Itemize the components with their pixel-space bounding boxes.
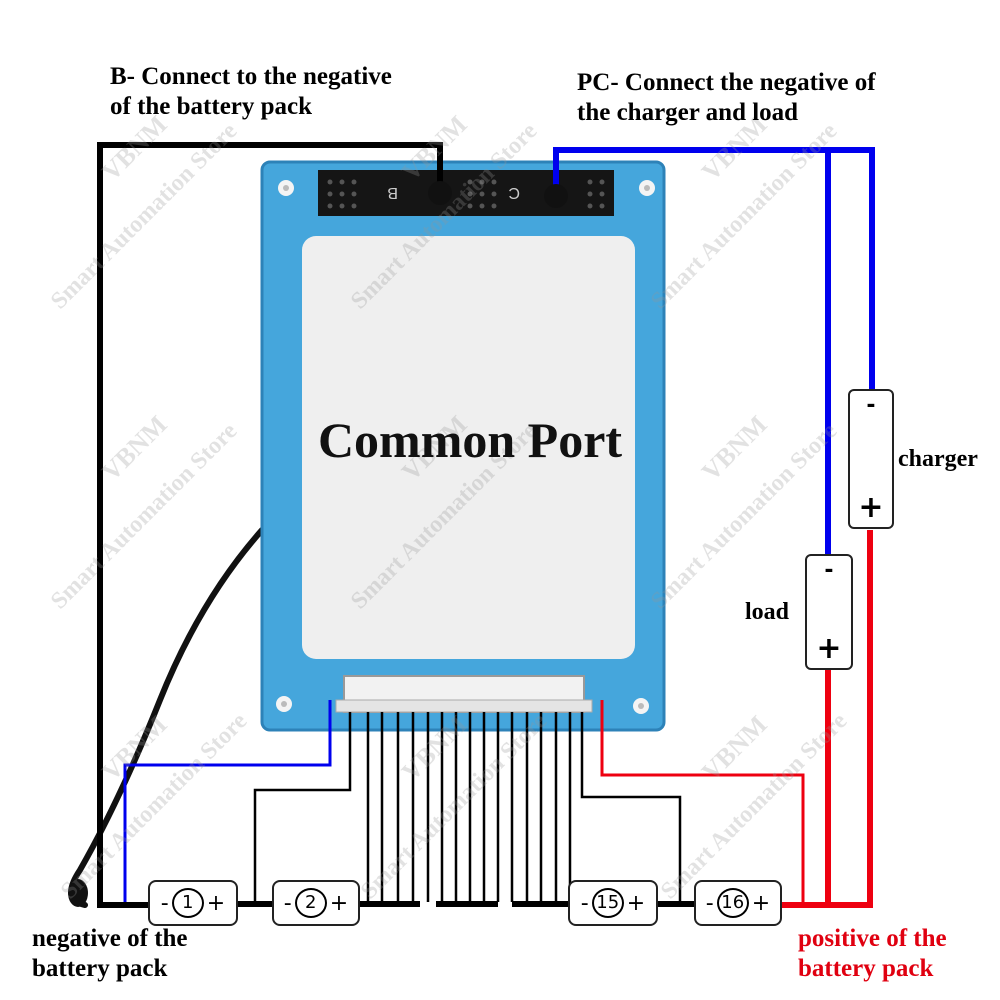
pcb-board-edge	[260, 160, 666, 732]
cell-15-plus: +	[626, 890, 646, 916]
pc-minus-wire	[553, 147, 875, 390]
battery-cell-1: - 1 +	[148, 880, 238, 926]
load-terminal: - +	[805, 554, 853, 670]
cell-2-plus: +	[329, 890, 349, 916]
pad-c-label: C	[508, 184, 520, 201]
cell-15-minus: -	[580, 890, 589, 916]
positive-pack-label: positive of the battery pack	[798, 924, 947, 984]
positive-charger-wire	[782, 530, 873, 908]
cell-16-plus: +	[751, 890, 771, 916]
balance-wire-blue	[123, 700, 332, 902]
battery-cell-16: - 16 +	[694, 880, 782, 926]
cell-15-number: 15	[591, 888, 624, 918]
charger-terminal: - +	[848, 389, 894, 529]
cell-2-minus: -	[283, 890, 292, 916]
b-minus-label: B- Connect to the negative of the batter…	[110, 62, 392, 122]
pc-minus-label-line2: the charger and load	[577, 99, 799, 126]
pc-minus-label: PC- Connect the negative of the charger …	[577, 68, 876, 128]
board-title: Common Port	[317, 412, 623, 468]
positive-pack-label-line1: positive of the	[798, 925, 947, 952]
cell-16-minus: -	[705, 890, 714, 916]
battery-cell-2: - 2 +	[272, 880, 360, 926]
cell-2-number: 2	[294, 888, 327, 918]
header-pins	[327, 179, 605, 209]
cell-1-number: 1	[171, 888, 204, 918]
load-minus-sign: -	[824, 558, 834, 583]
balance-wire-red	[600, 700, 805, 905]
b-minus-label-line2: of the battery pack	[110, 93, 313, 120]
cell-16-number: 16	[716, 888, 749, 918]
charger-plus-sign: +	[858, 490, 884, 525]
b-minus-label-line1: B- Connect to the negative	[110, 63, 392, 90]
cell-1-plus: +	[206, 890, 226, 916]
negative-pack-label-line1: negative of the	[32, 925, 188, 952]
balance-wire-cell2	[253, 712, 352, 902]
mounting-holes	[276, 180, 655, 714]
charger-minus-sign: -	[866, 393, 876, 418]
center-panel	[302, 236, 635, 659]
cell-1-minus: -	[160, 890, 169, 916]
negative-pack-label-line2: battery pack	[32, 955, 168, 982]
pc-minus-label-line1: PC- Connect the negative of	[577, 69, 876, 96]
negative-pack-label: negative of the battery pack	[32, 924, 188, 984]
thermistor-probe	[68, 879, 88, 907]
load-label: load	[745, 599, 790, 625]
balance-wire-cell15	[580, 712, 682, 905]
load-plus-sign: +	[816, 631, 842, 666]
balance-wires-middle	[366, 712, 572, 902]
pad-b-label: B	[387, 184, 398, 201]
b-minus-wire	[97, 142, 443, 908]
battery-cell-15: - 15 +	[568, 880, 658, 926]
positive-pack-label-line2: battery pack	[798, 955, 934, 982]
charger-label: charger	[898, 446, 978, 472]
